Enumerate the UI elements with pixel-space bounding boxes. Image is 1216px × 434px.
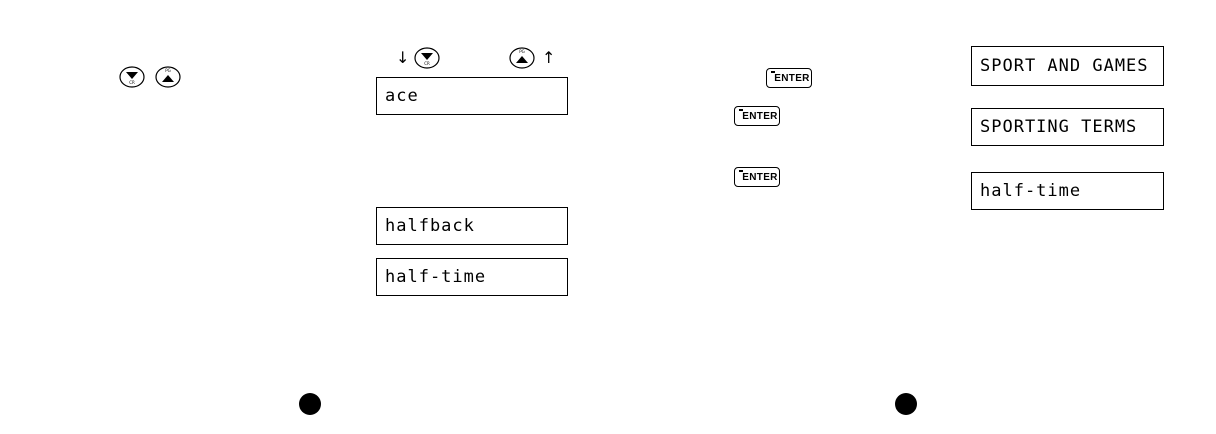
svg-text:CR: CR xyxy=(424,61,430,66)
lcd-screen-half-time: half-time xyxy=(971,172,1164,210)
lcd-screen-sporting-terms: SPORTING TERMS xyxy=(971,108,1164,146)
lcd-text: half-time xyxy=(980,183,1081,200)
lcd-text: SPORT AND GAMES xyxy=(980,58,1149,75)
enter-key-icon: ENTER xyxy=(766,68,812,88)
lcd-screen-sport-and-games: SPORT AND GAMES xyxy=(971,46,1164,86)
lcd-text: half-time xyxy=(385,269,486,286)
arrow-down-key-icon: CR xyxy=(119,66,145,88)
svg-text:PG: PG xyxy=(519,49,525,54)
svg-text:PG: PG xyxy=(165,68,171,73)
page-number-dot xyxy=(299,393,321,415)
enter-key-icon: ENTER xyxy=(734,167,780,187)
lcd-screen-ace: ace xyxy=(376,77,568,115)
enter-key-icon: ENTER xyxy=(734,106,780,126)
svg-text:CR: CR xyxy=(129,80,135,85)
arrow-up-key-icon: PG xyxy=(509,47,535,69)
lcd-screen-half-time: half-time xyxy=(376,258,568,296)
lcd-text: ace xyxy=(385,88,419,105)
lcd-text: SPORTING TERMS xyxy=(980,119,1137,136)
down-arrow-glyph: ↓ xyxy=(396,48,409,67)
up-arrow-glyph: ↑ xyxy=(542,48,555,67)
arrow-up-key-icon: PG xyxy=(155,66,181,88)
lcd-text: halfback xyxy=(385,218,475,235)
arrow-down-key-icon: CR xyxy=(414,47,440,69)
lcd-screen-halfback: halfback xyxy=(376,207,568,245)
page-number-dot xyxy=(895,393,917,415)
